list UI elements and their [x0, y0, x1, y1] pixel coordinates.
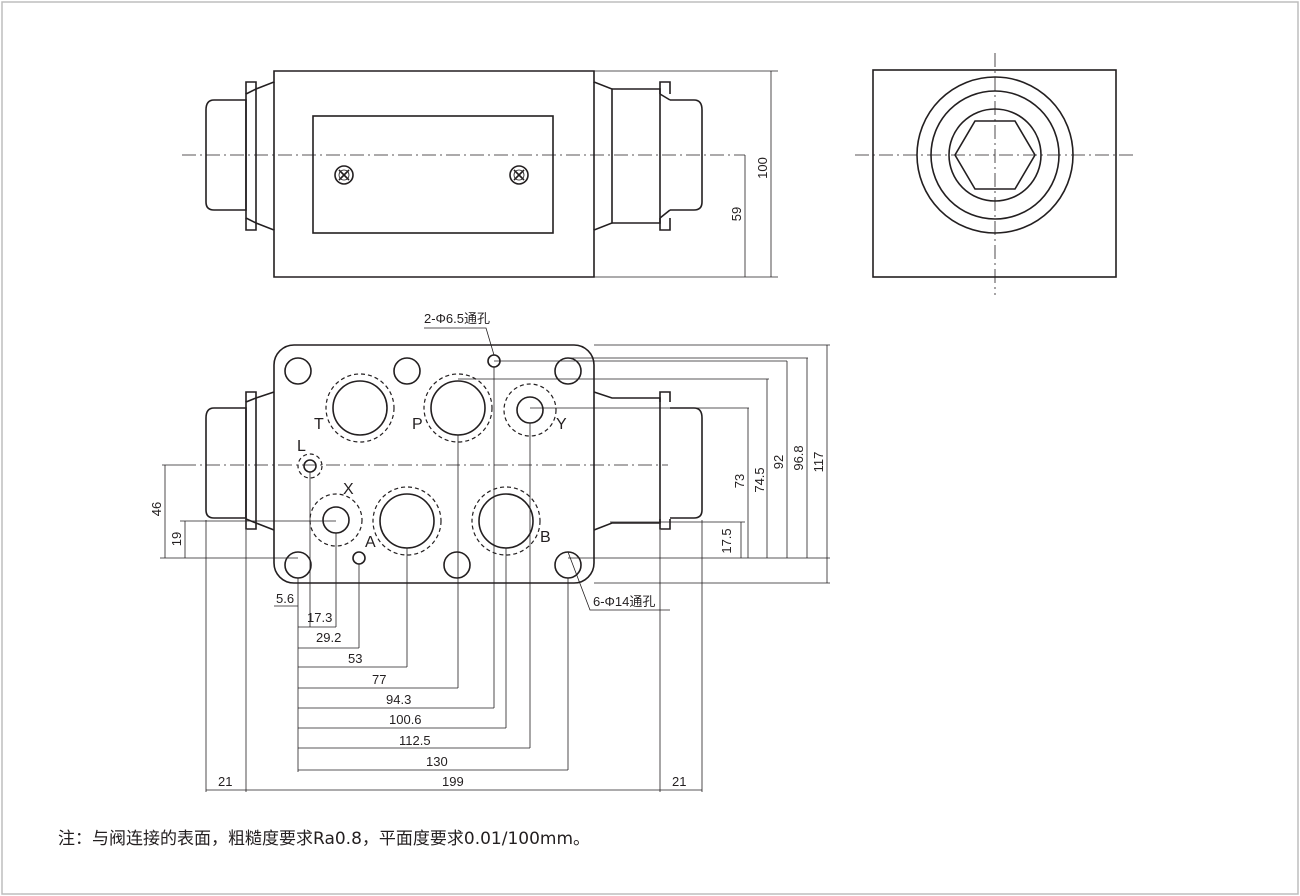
bottom-view: T P Y L X A B 2-Φ6.5通孔 6-Φ14通孔 117	[149, 311, 830, 792]
bottom-left-chamfer	[255, 391, 275, 531]
front-right-cap-top	[659, 81, 671, 94]
dim-92: 92	[771, 455, 786, 469]
bottom-left-actuator	[205, 407, 247, 519]
port-label-b: B	[540, 529, 551, 546]
dim-17-5: 17.5	[719, 528, 734, 553]
dim-94-3: 94.3	[386, 692, 411, 707]
port-label-y: Y	[556, 416, 567, 433]
side-view	[855, 53, 1137, 295]
dim-130: 130	[426, 754, 448, 769]
front-right-actuator	[670, 99, 703, 211]
callout-leader-large	[567, 551, 670, 611]
callout-large-holes: 6-Φ14通孔	[593, 594, 655, 609]
dim-73: 73	[732, 474, 747, 488]
bottom-dimension-lines	[205, 367, 703, 792]
dim-19: 19	[169, 532, 184, 546]
dim-17-3: 17.3	[307, 610, 332, 625]
surface-note: 注：与阀连接的表面，粗糙度要求Ra0.8，平面度要求0.01/100mm。	[58, 829, 590, 849]
dim-199: 199	[442, 774, 464, 789]
dim-46: 46	[149, 502, 164, 516]
bottom-left-cap-top	[245, 391, 257, 402]
front-left-cap-bottom	[245, 218, 257, 231]
port-label-a: A	[365, 534, 376, 551]
dim-21-left: 21	[218, 774, 232, 789]
front-right-link-b	[659, 209, 671, 219]
port-label-t: T	[314, 416, 324, 433]
bottom-right-cap-bottom	[659, 519, 671, 530]
mount-hole-1	[284, 357, 312, 385]
side-body	[872, 69, 1117, 278]
front-screw-left	[334, 165, 354, 185]
mount-hole-2	[393, 357, 421, 385]
mount-hole-5	[443, 551, 471, 579]
dim-21-right: 21	[672, 774, 686, 789]
port-label-p: P	[412, 416, 423, 433]
front-view: 100 59	[182, 70, 778, 278]
front-right-link-a	[659, 93, 671, 101]
bottom-right-actuator	[670, 407, 703, 519]
dim-96-8: 96.8	[791, 445, 806, 470]
dim-53: 53	[348, 651, 362, 666]
dim-112-5: 112.5	[399, 733, 431, 748]
callout-small-holes: 2-Φ6.5通孔	[424, 311, 490, 326]
dim-77: 77	[372, 672, 386, 687]
front-left-actuator	[205, 99, 247, 211]
front-right-body	[612, 88, 661, 224]
front-dim-59: 59	[729, 207, 744, 221]
front-dim-100: 100	[755, 157, 770, 179]
dim-29-2: 29.2	[316, 630, 341, 645]
dim-117: 117	[811, 452, 826, 473]
base-plate	[273, 344, 595, 584]
dim-74-5: 74.5	[752, 467, 767, 492]
port-t	[325, 373, 395, 443]
dim-5-6: 5.6	[276, 591, 294, 606]
front-body	[255, 70, 613, 278]
bottom-right-cap-top	[659, 391, 671, 402]
dim-100-6: 100.6	[389, 712, 422, 727]
front-left-cap-top	[245, 81, 257, 94]
front-screw-right	[509, 165, 529, 185]
bottom-left-cap-bottom	[245, 519, 257, 530]
port-label-x: X	[343, 481, 354, 498]
front-right-cap-bottom	[659, 218, 671, 231]
port-label-l: L	[297, 438, 306, 455]
front-nameplate	[312, 115, 554, 234]
right-dimension-lines	[458, 344, 830, 584]
bottom-right-body	[593, 391, 661, 531]
callout-leader-small	[424, 327, 495, 356]
